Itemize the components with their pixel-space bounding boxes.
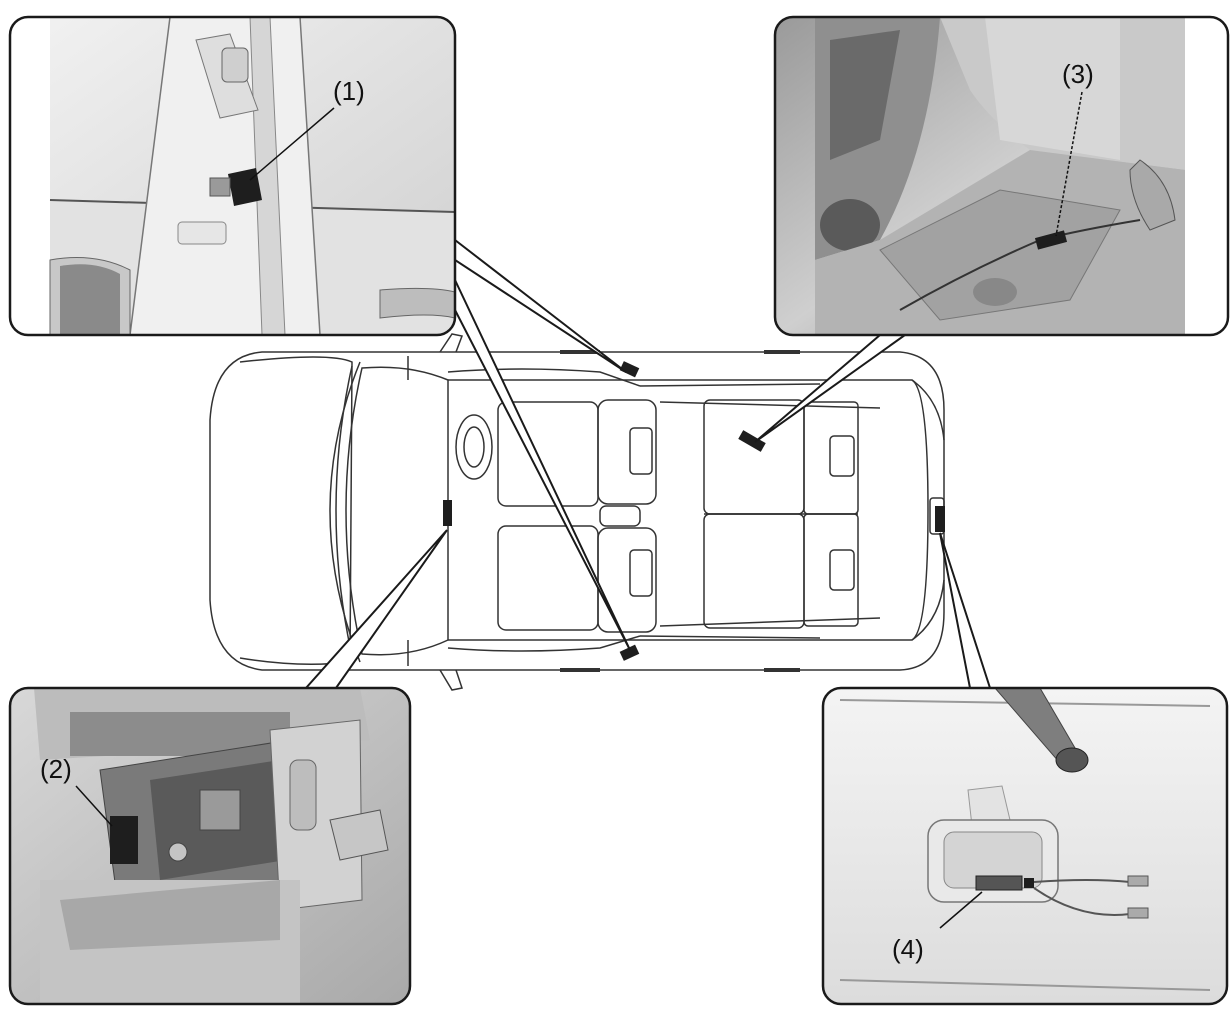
leader-4 [939,532,992,689]
connector-3 [1034,230,1068,250]
callout-label-4: (4) [892,934,924,964]
leader-lines [303,237,992,689]
photo-panel-2: (2) [8,686,412,1006]
photo-panel-3: (3) [773,15,1230,337]
callout-3-pointer [1055,91,1083,237]
callout-2-pointer [75,785,113,827]
photo-panel-1: (1) [8,15,457,337]
marker-2 [443,500,452,526]
marker-1-upper [619,361,640,378]
callout-4-pointer [939,891,983,929]
callout-label-1: (1) [333,76,365,106]
callout-label-2: (2) [40,754,72,784]
callout-1-pointer [249,107,335,181]
marker-4 [935,506,945,532]
callout-label-3: (3) [1062,59,1094,89]
connector-4 [975,875,1023,891]
location-markers [443,361,945,661]
leader-1-lower [454,279,631,651]
connector-2 [110,816,138,864]
marker-1-lower [619,644,640,661]
photo-panel-4: (4) [821,686,1229,1006]
marker-3 [738,430,766,452]
vehicle-top-view [209,333,945,691]
leader-2 [303,529,448,689]
